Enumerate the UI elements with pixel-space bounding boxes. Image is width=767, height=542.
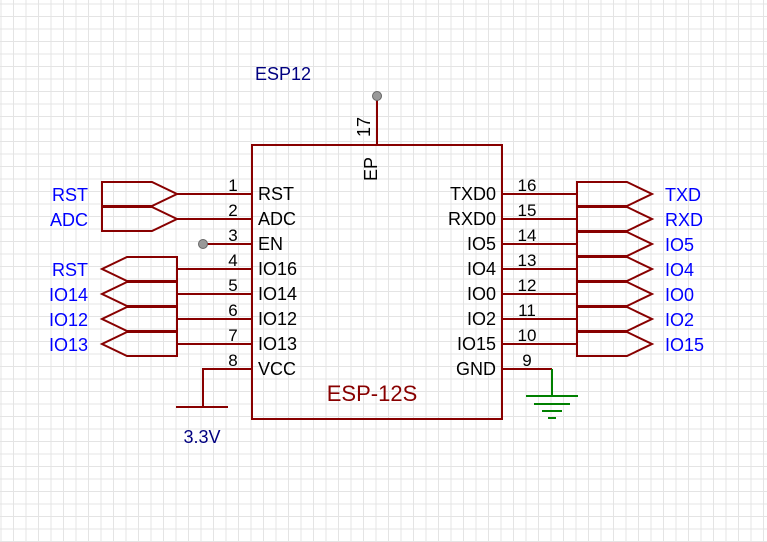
pin-number: 9 [522,351,531,370]
pin-number: 7 [228,326,237,345]
net-port-shape [576,231,655,257]
pin-name: VCC [258,359,296,379]
component-designator: ESP12 [255,64,311,84]
ep-pin-label: EP [361,157,381,181]
net-port-shape [99,331,178,357]
pin-name: TXD0 [450,184,496,204]
net-port-shape [576,331,655,357]
net-label: TXD [665,185,701,205]
net-label: IO4 [665,260,694,280]
net-port-shape [576,281,655,307]
pin-number: 8 [228,351,237,370]
net-port-shape [576,306,655,332]
pin-number: 5 [228,276,237,295]
pin-name: IO13 [258,334,297,354]
pin-name: IO12 [258,309,297,329]
net-label: RST [52,185,88,205]
chip-body [251,144,503,420]
pin-name: IO15 [457,334,496,354]
pin-number: 1 [228,176,237,195]
ground-symbol [526,369,578,419]
pin-number: 12 [518,276,537,295]
pin-name: IO5 [467,234,496,254]
right-pins: 16 TXD0 15 RXD0 14 IO5 13 IO4 12 IO0 11 IO2 10 IO15 9 G… [448,176,552,379]
pin-number: 13 [518,251,537,270]
net-label: IO0 [665,285,694,305]
ep-no-connect-dot [372,91,382,101]
pin-number: 11 [518,301,536,320]
net-port-shape [576,181,655,207]
power-symbol-3v3: 3.3V [176,369,228,447]
pin-number: 10 [518,326,537,345]
net-label: RST [52,260,88,280]
net-label: IO13 [49,335,88,355]
net-label: IO12 [49,310,88,330]
pin-number: 15 [518,201,537,220]
power-net-label: 3.3V [183,427,220,447]
net-port-shape [99,306,178,332]
net-port-shape [576,206,655,232]
pin-name: IO4 [467,259,496,279]
pin-name: IO16 [258,259,297,279]
pin-name: GND [456,359,496,379]
pin-name: EN [258,234,283,254]
pin-number: 6 [228,301,237,320]
en-no-connect-dot [198,239,208,249]
pin-name: IO0 [467,284,496,304]
net-label: IO15 [665,335,704,355]
pin-number: 16 [518,176,537,195]
net-port-shape [101,181,180,207]
net-port-shape [99,281,178,307]
pin-number: 2 [228,201,237,220]
pin-number: 3 [228,226,237,245]
ep-pin: 17 EP [354,91,382,181]
pin-name: ADC [258,209,296,229]
pin-number: 14 [518,226,537,245]
pin-name: RXD0 [448,209,496,229]
pin-name: IO2 [467,309,496,329]
pin-name: IO14 [258,284,297,304]
net-label: IO14 [49,285,88,305]
net-label: RXD [665,210,703,230]
net-label: IO2 [665,310,694,330]
en-pin-no-connect [198,239,208,249]
chip-part-name: ESP-12S [327,381,418,406]
net-port-shape [99,256,178,282]
net-port-shape [576,256,655,282]
net-label: IO5 [665,235,694,255]
ep-pin-number: 17 [354,117,374,137]
net-port-shape [101,206,180,232]
net-label: ADC [50,210,88,230]
pin-name: RST [258,184,294,204]
left-pins: 1 RST 2 ADC 3 EN 4 IO16 5 IO14 6 IO12 7 IO13 8 VCC [202,176,297,379]
pin-number: 4 [228,251,237,270]
